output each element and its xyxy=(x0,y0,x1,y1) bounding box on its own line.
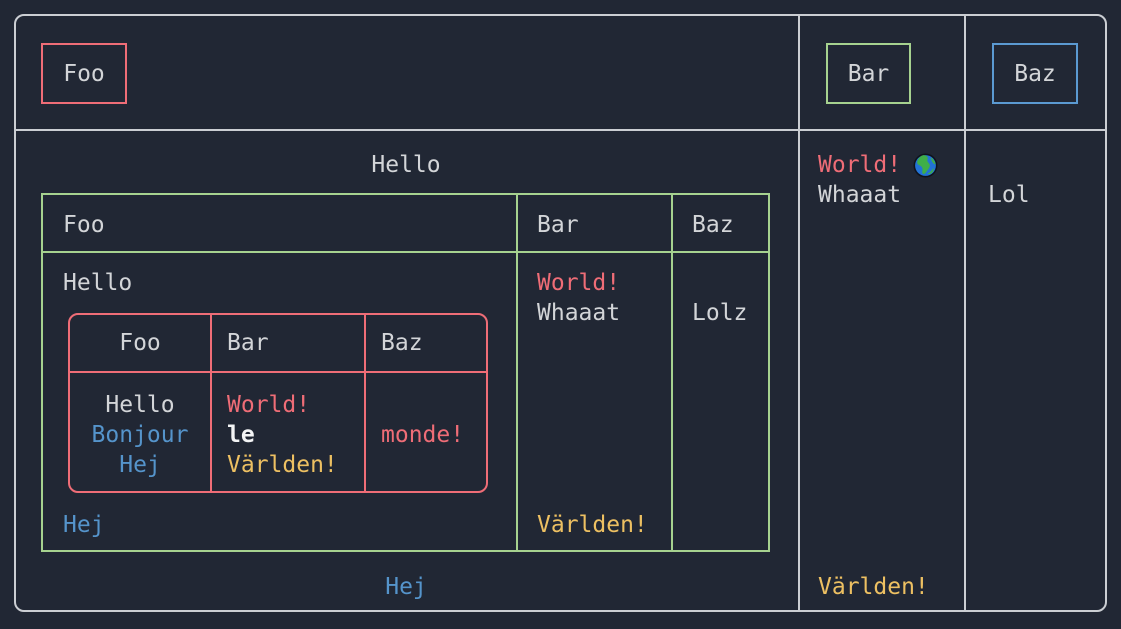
green-col2-varlden-text: Världen! xyxy=(537,512,648,538)
red-cell1-hej-text: Hej xyxy=(119,452,161,478)
outer-col2-whaaat-text: Whaaat xyxy=(818,182,902,208)
green-col2-world-text: World! xyxy=(537,270,621,296)
outer-col1-hej-text: Hej xyxy=(385,574,427,600)
green-table-column-divider-2 xyxy=(671,195,673,550)
foo-header-panel: Foo xyxy=(41,43,127,104)
green-table-header-foo: Foo xyxy=(63,212,105,238)
red-cell3-monde-text: monde! xyxy=(381,422,465,448)
outer-table-column-divider-2 xyxy=(964,16,966,610)
green-col1-hej-text: Hej xyxy=(63,512,105,538)
red-cell1-bonjour-text: Bonjour xyxy=(91,422,189,448)
outer-col2-varlden-text: Världen! xyxy=(818,574,929,600)
red-table-column-divider-2 xyxy=(364,315,366,491)
baz-header-panel: Baz xyxy=(992,43,1078,104)
red-table-column-divider-1 xyxy=(210,315,212,491)
baz-header-label: Baz xyxy=(1014,60,1056,87)
outer-col2-world-text: World! xyxy=(818,152,902,178)
red-table-header-bar: Bar xyxy=(227,330,269,356)
red-cell2-varlden-text: Världen! xyxy=(227,452,338,478)
red-table-header-baz: Baz xyxy=(381,330,423,356)
red-nested-table xyxy=(68,313,488,493)
foo-header-label: Foo xyxy=(63,60,105,87)
bar-header-label: Bar xyxy=(847,60,890,87)
outer-col1-hello-text: Hello xyxy=(371,152,441,178)
red-table-header-divider xyxy=(70,371,486,373)
outer-col3-lol-text: Lol xyxy=(988,182,1030,208)
outer-table-column-divider-1 xyxy=(798,16,800,610)
red-cell2-le-text: le xyxy=(227,422,255,448)
green-table-header-baz: Baz xyxy=(692,212,734,238)
green-table-header-divider xyxy=(43,251,768,253)
outer-table-header-divider xyxy=(16,129,1105,131)
red-table-header-foo: Foo xyxy=(119,330,161,356)
green-col3-lolz-text: Lolz xyxy=(692,300,748,326)
outer-table xyxy=(14,14,1107,612)
red-cell1-hello-text: Hello xyxy=(105,392,175,418)
globe-icon xyxy=(913,153,938,177)
green-col2-whaaat-text: Whaaat xyxy=(537,300,621,326)
green-col1-hello-text: Hello xyxy=(63,270,133,296)
green-nested-table xyxy=(41,193,770,552)
bar-header-panel: Bar xyxy=(826,43,911,104)
red-cell2-world-text: World! xyxy=(227,392,311,418)
green-table-header-bar: Bar xyxy=(537,212,579,238)
outer-col2-world-line: World! xyxy=(818,150,938,180)
green-table-column-divider-1 xyxy=(516,195,518,550)
